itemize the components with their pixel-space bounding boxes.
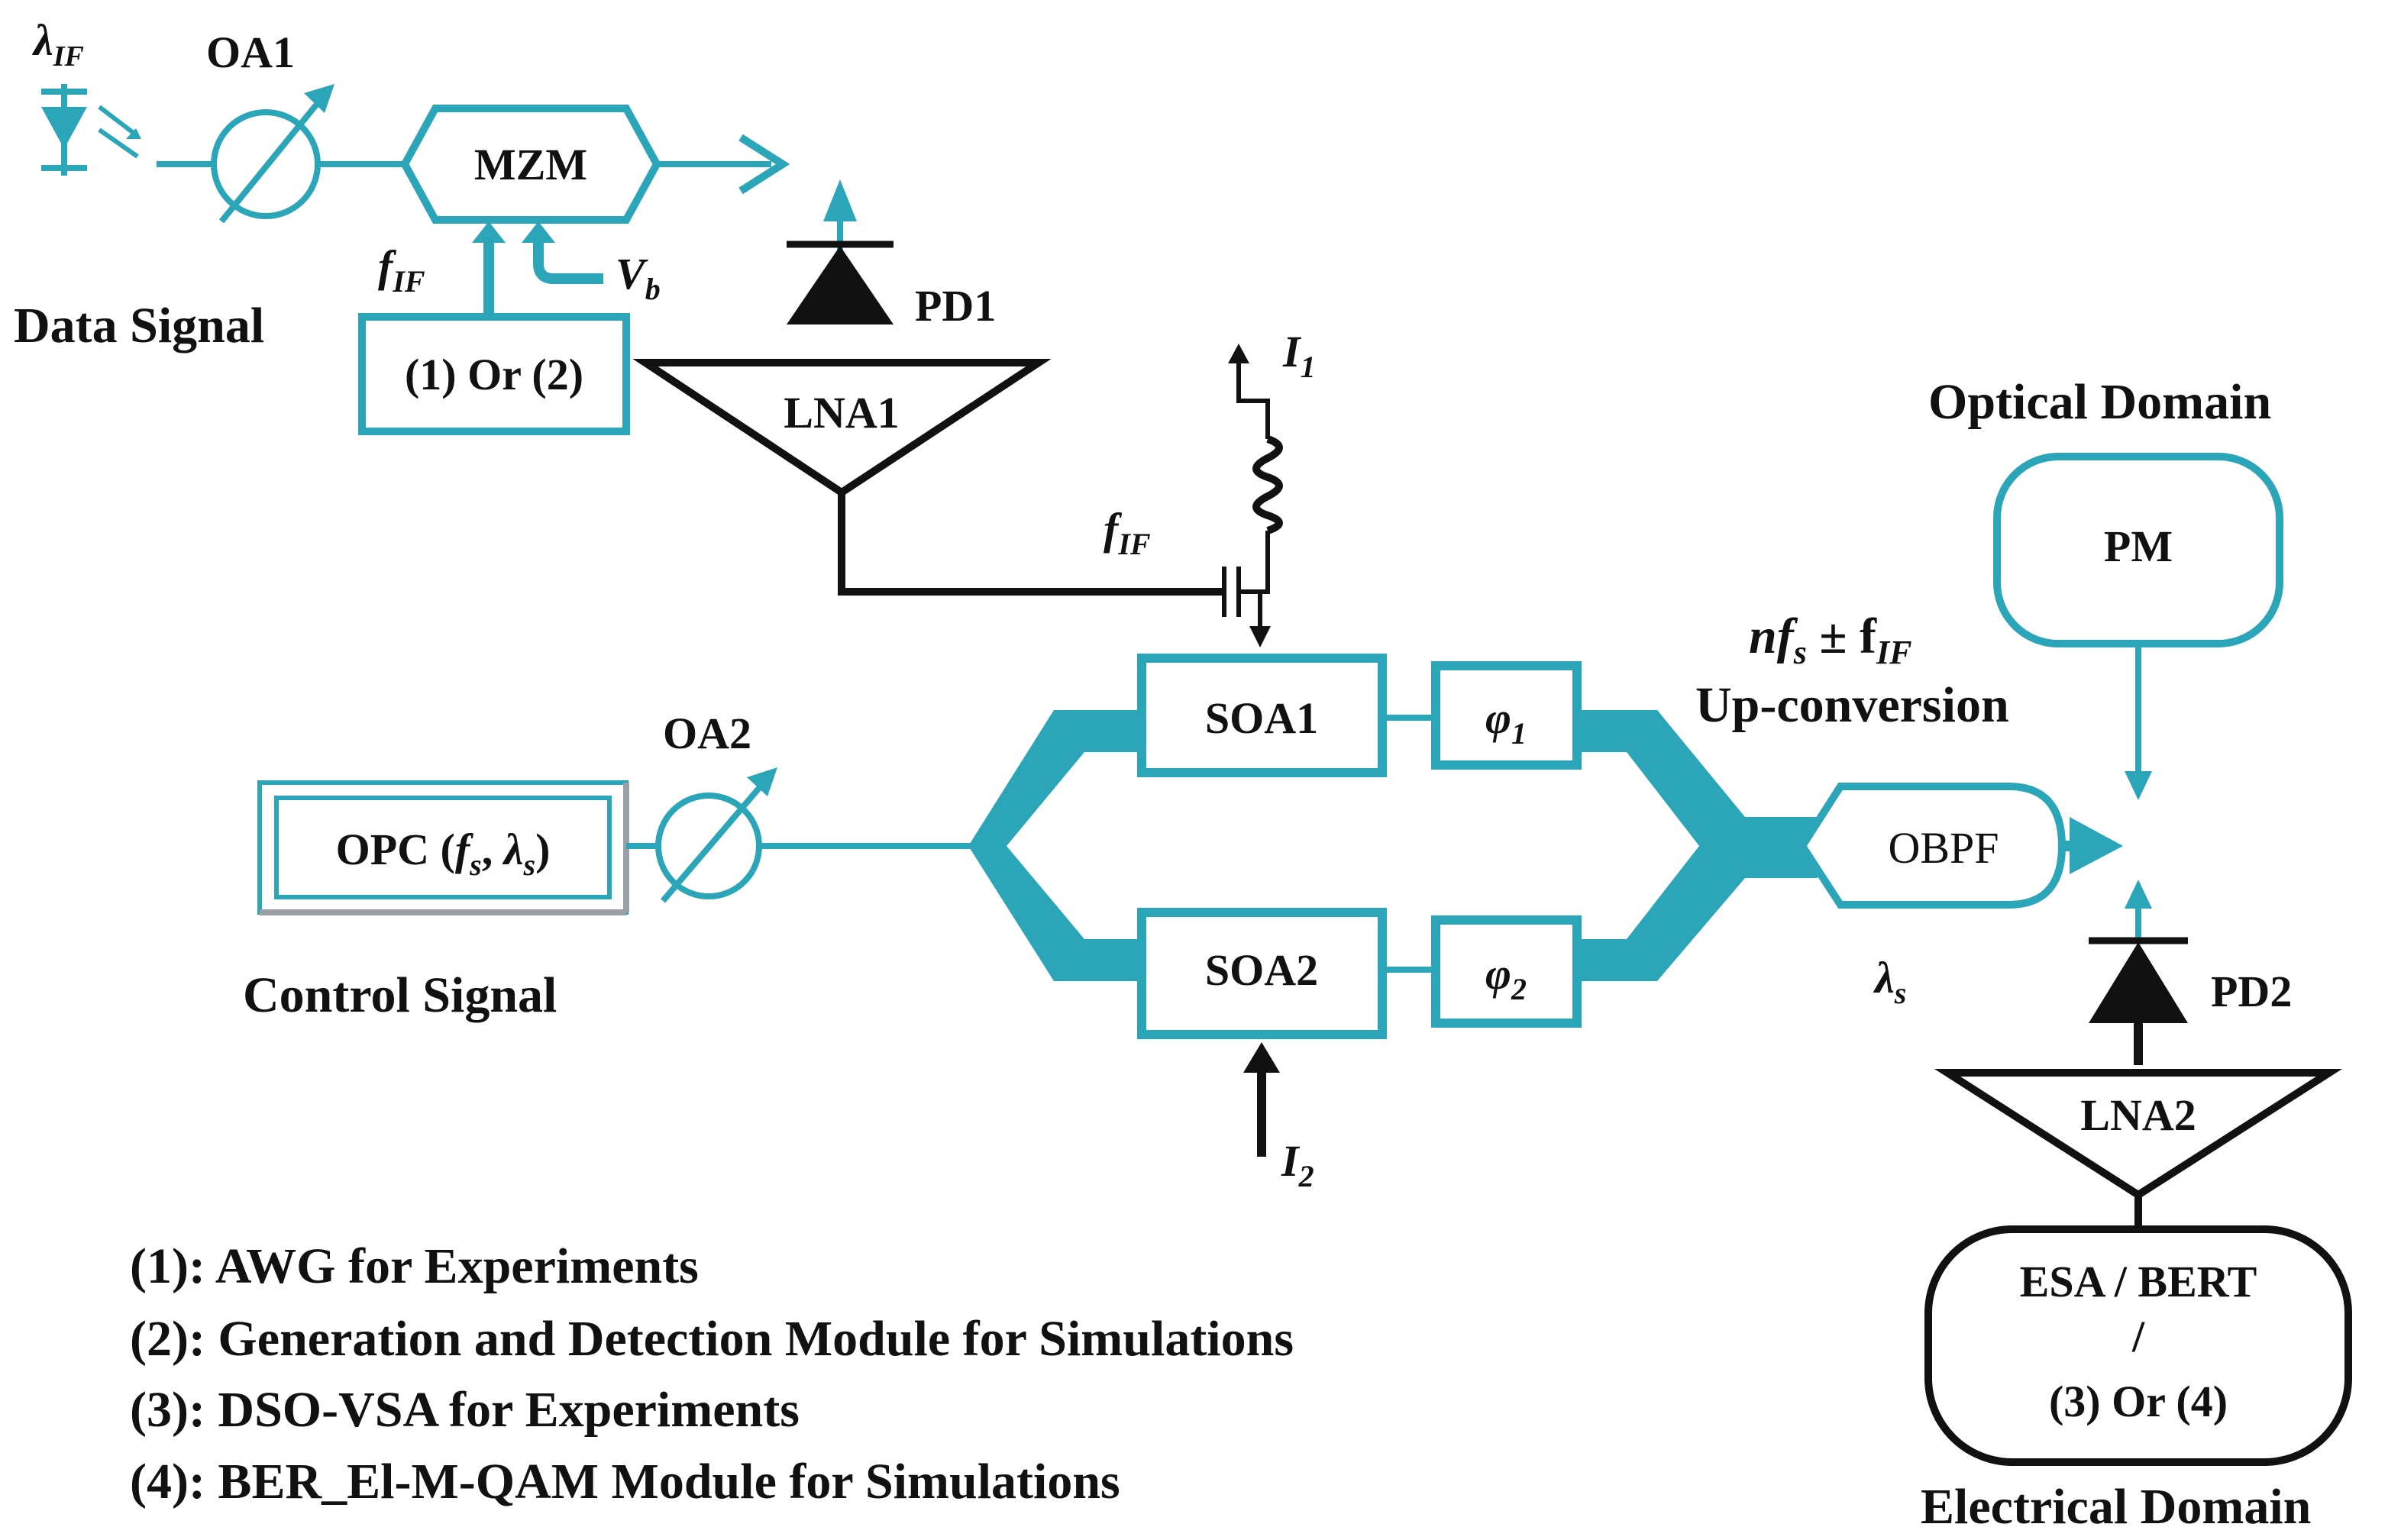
output-combiner (1577, 710, 1818, 981)
svg-text:OPC (fs, λs): OPC (fs, λs) (336, 825, 551, 882)
bias-tee-icon (1222, 344, 1283, 647)
lna1-amplifier: LNA1 (632, 359, 1052, 497)
laser-source-icon (41, 84, 141, 176)
control-signal-label: Control Signal (243, 967, 557, 1023)
source-select-box: (1) Or (2) (358, 313, 630, 435)
legend-item: (1): AWG for Experiments (130, 1238, 699, 1294)
data-signal-label: Data Signal (14, 298, 264, 354)
svg-text:MZM: MZM (474, 140, 587, 189)
legend: (1): AWG for Experiments (2): Generation… (130, 1238, 1294, 1509)
svg-text:PM: PM (2104, 521, 2173, 571)
soa1-amplifier: SOA1 (1137, 654, 1387, 777)
svg-text:/: / (2131, 1312, 2145, 1361)
oa1-attenuator-icon (211, 84, 334, 224)
svg-text:OBPF: OBPF (1888, 823, 1999, 873)
up-conversion-label: Up-conversion (1695, 677, 2009, 733)
svg-text:φ1: φ1 (1485, 693, 1527, 751)
legend-item: (3): DSO-VSA for Experiments (130, 1382, 800, 1438)
obpf-filter: OBPF (1798, 783, 2067, 909)
svg-text:ESA / BERT: ESA / BERT (2020, 1257, 2257, 1306)
pd2-label: PD2 (2211, 967, 2292, 1016)
mzm-output-arrow (657, 134, 790, 195)
nfs-formula-label: nfs ± fIF (1749, 609, 1912, 671)
pd1-label: PD1 (915, 281, 996, 331)
pd2-photodiode-icon (2089, 880, 2188, 1065)
oa2-attenuator-icon (655, 767, 777, 903)
pm-input-arrow (2125, 644, 2152, 800)
oa1-label: OA1 (206, 27, 295, 77)
legend-item: (4): BER_El-M-QAM Module for Simulations (130, 1454, 1120, 1509)
svg-text:LNA2: LNA2 (2080, 1090, 2196, 1140)
oa2-label: OA2 (663, 709, 751, 758)
lambda-s-label: λs (1873, 953, 1906, 1010)
phase-shifter-2: φ2 (1431, 915, 1582, 1028)
legend-item: (2): Generation and Detection Module for… (130, 1311, 1294, 1367)
svg-text:SOA2: SOA2 (1205, 945, 1318, 995)
svg-text:LNA1: LNA1 (784, 388, 899, 437)
lna1-output-wire (838, 492, 1222, 596)
pm-power-meter: PM (1993, 453, 2283, 647)
esa-bert-analyzer: ESA / BERT / (3) Or (4) (1924, 1225, 2352, 1466)
obpf-output-arrow (2062, 817, 2123, 874)
phase-shifter-1: φ1 (1431, 661, 1582, 770)
rf-feed-arrow (472, 221, 506, 317)
opc-source-box: OPC (fs, λs) (257, 780, 629, 915)
lna2-amplifier: LNA2 (1934, 1069, 2343, 1199)
i2-label: I2 (1281, 1136, 1314, 1193)
svg-text:(1) Or (2): (1) Or (2) (405, 350, 583, 399)
soa2-amplifier: SOA2 (1137, 908, 1387, 1039)
svg-text:SOA1: SOA1 (1205, 693, 1318, 743)
svg-text:(3) Or (4): (3) Or (4) (2049, 1377, 2228, 1426)
f-if-mid-label: fIF (1104, 504, 1151, 561)
input-splitter (968, 710, 1142, 981)
electrical-domain-label: Electrical Domain (1921, 1479, 2311, 1535)
optical-domain-label: Optical Domain (1928, 374, 2271, 430)
mzm-modulator: MZM (400, 105, 661, 224)
i2-bias-arrow (1243, 1042, 1280, 1157)
bias-arrow (522, 221, 603, 284)
lambda-if-label: λIF (32, 15, 84, 73)
f-if-left-label: fIF (378, 241, 425, 299)
i1-label: I1 (1282, 327, 1316, 384)
vb-label: Vb (616, 249, 661, 306)
svg-text:φ2: φ2 (1485, 949, 1527, 1006)
pd1-photodiode-icon (787, 179, 894, 324)
